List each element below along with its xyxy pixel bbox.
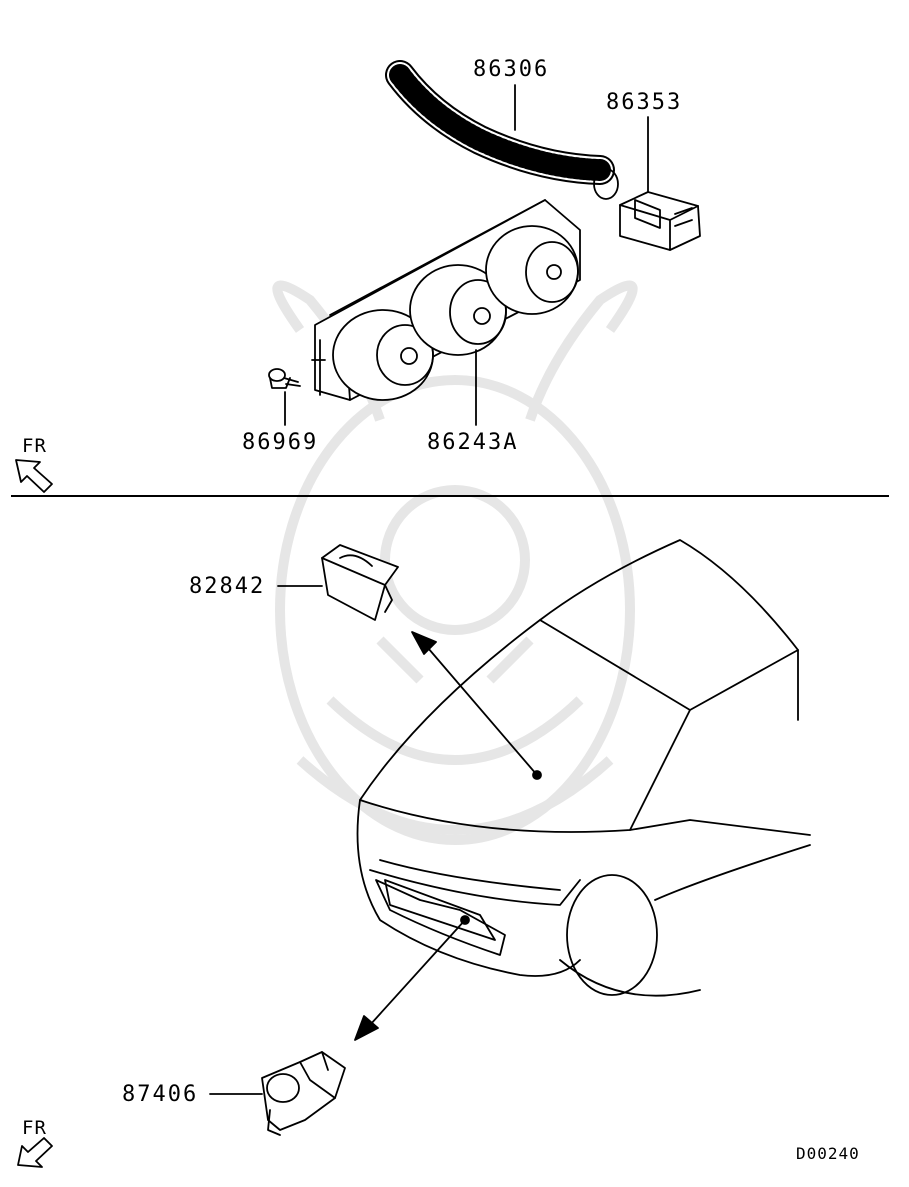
direction-label-lower: FR <box>22 1117 47 1139</box>
sensor-icon <box>261 1051 346 1136</box>
fr-arrow-icon <box>15 459 53 493</box>
duct-hose-icon <box>385 60 619 200</box>
drawing-code: D00240 <box>796 1144 860 1163</box>
part-number-86353: 86353 <box>606 90 683 115</box>
part-number-86243A: 86243A <box>427 430 519 455</box>
part-number-86969: 86969 <box>242 430 319 455</box>
heater-control-panel-icon <box>311 199 581 401</box>
direction-label-upper: FR <box>22 435 47 457</box>
pointer-arrow-sensor <box>354 915 470 1041</box>
vehicle-outline <box>356 539 811 997</box>
part-number-87406: 87406 <box>122 1082 199 1107</box>
connector-icon <box>619 191 701 251</box>
screw-icon <box>268 368 301 389</box>
part-number-86306: 86306 <box>473 57 550 82</box>
pointer-arrow-switch <box>411 631 542 780</box>
fr-arrow-icon <box>17 1137 53 1168</box>
part-number-82842: 82842 <box>189 574 266 599</box>
switch-icon <box>321 544 399 621</box>
